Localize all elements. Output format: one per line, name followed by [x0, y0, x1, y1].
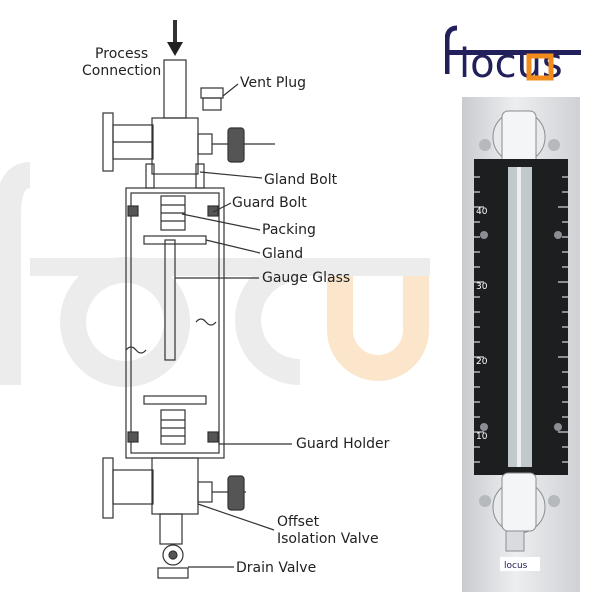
- locus-logo: locus: [445, 25, 581, 84]
- label-gland-bolt: Gland Bolt: [264, 172, 338, 188]
- watermark-logo: [0, 162, 430, 387]
- product-photo: 40 30 20 10 locus: [462, 97, 580, 592]
- small-logo-text: locus: [504, 561, 528, 571]
- label-vent-plug: Vent Plug: [240, 75, 307, 91]
- label-process-connection-line2: Connection: [82, 63, 162, 79]
- scale-number-20: 20: [476, 357, 488, 367]
- label-gauge-glass: Gauge Glass: [262, 270, 351, 286]
- label-gland: Gland: [262, 246, 304, 262]
- label-offset-line2: Isolation Valve: [277, 531, 379, 547]
- label-packing: Packing: [262, 222, 316, 238]
- label-guard-bolt: Guard Bolt: [232, 195, 307, 211]
- scale-number-30: 30: [476, 282, 488, 292]
- label-offset-line1: Offset: [277, 514, 320, 530]
- scale-number-40: 40: [476, 207, 488, 217]
- label-offset-isolation-valve: Offset Isolation Valve: [277, 514, 379, 548]
- label-process-connection: Process Connection: [82, 46, 161, 80]
- label-guard-holder: Guard Holder: [296, 436, 390, 452]
- label-drain-valve: Drain Valve: [236, 560, 317, 576]
- scale-number-10: 10: [476, 432, 488, 442]
- gauge-body-lines: [102, 20, 292, 579]
- gauge-schematic-diagram: [0, 20, 430, 579]
- label-process-connection-line1: Process: [95, 46, 149, 62]
